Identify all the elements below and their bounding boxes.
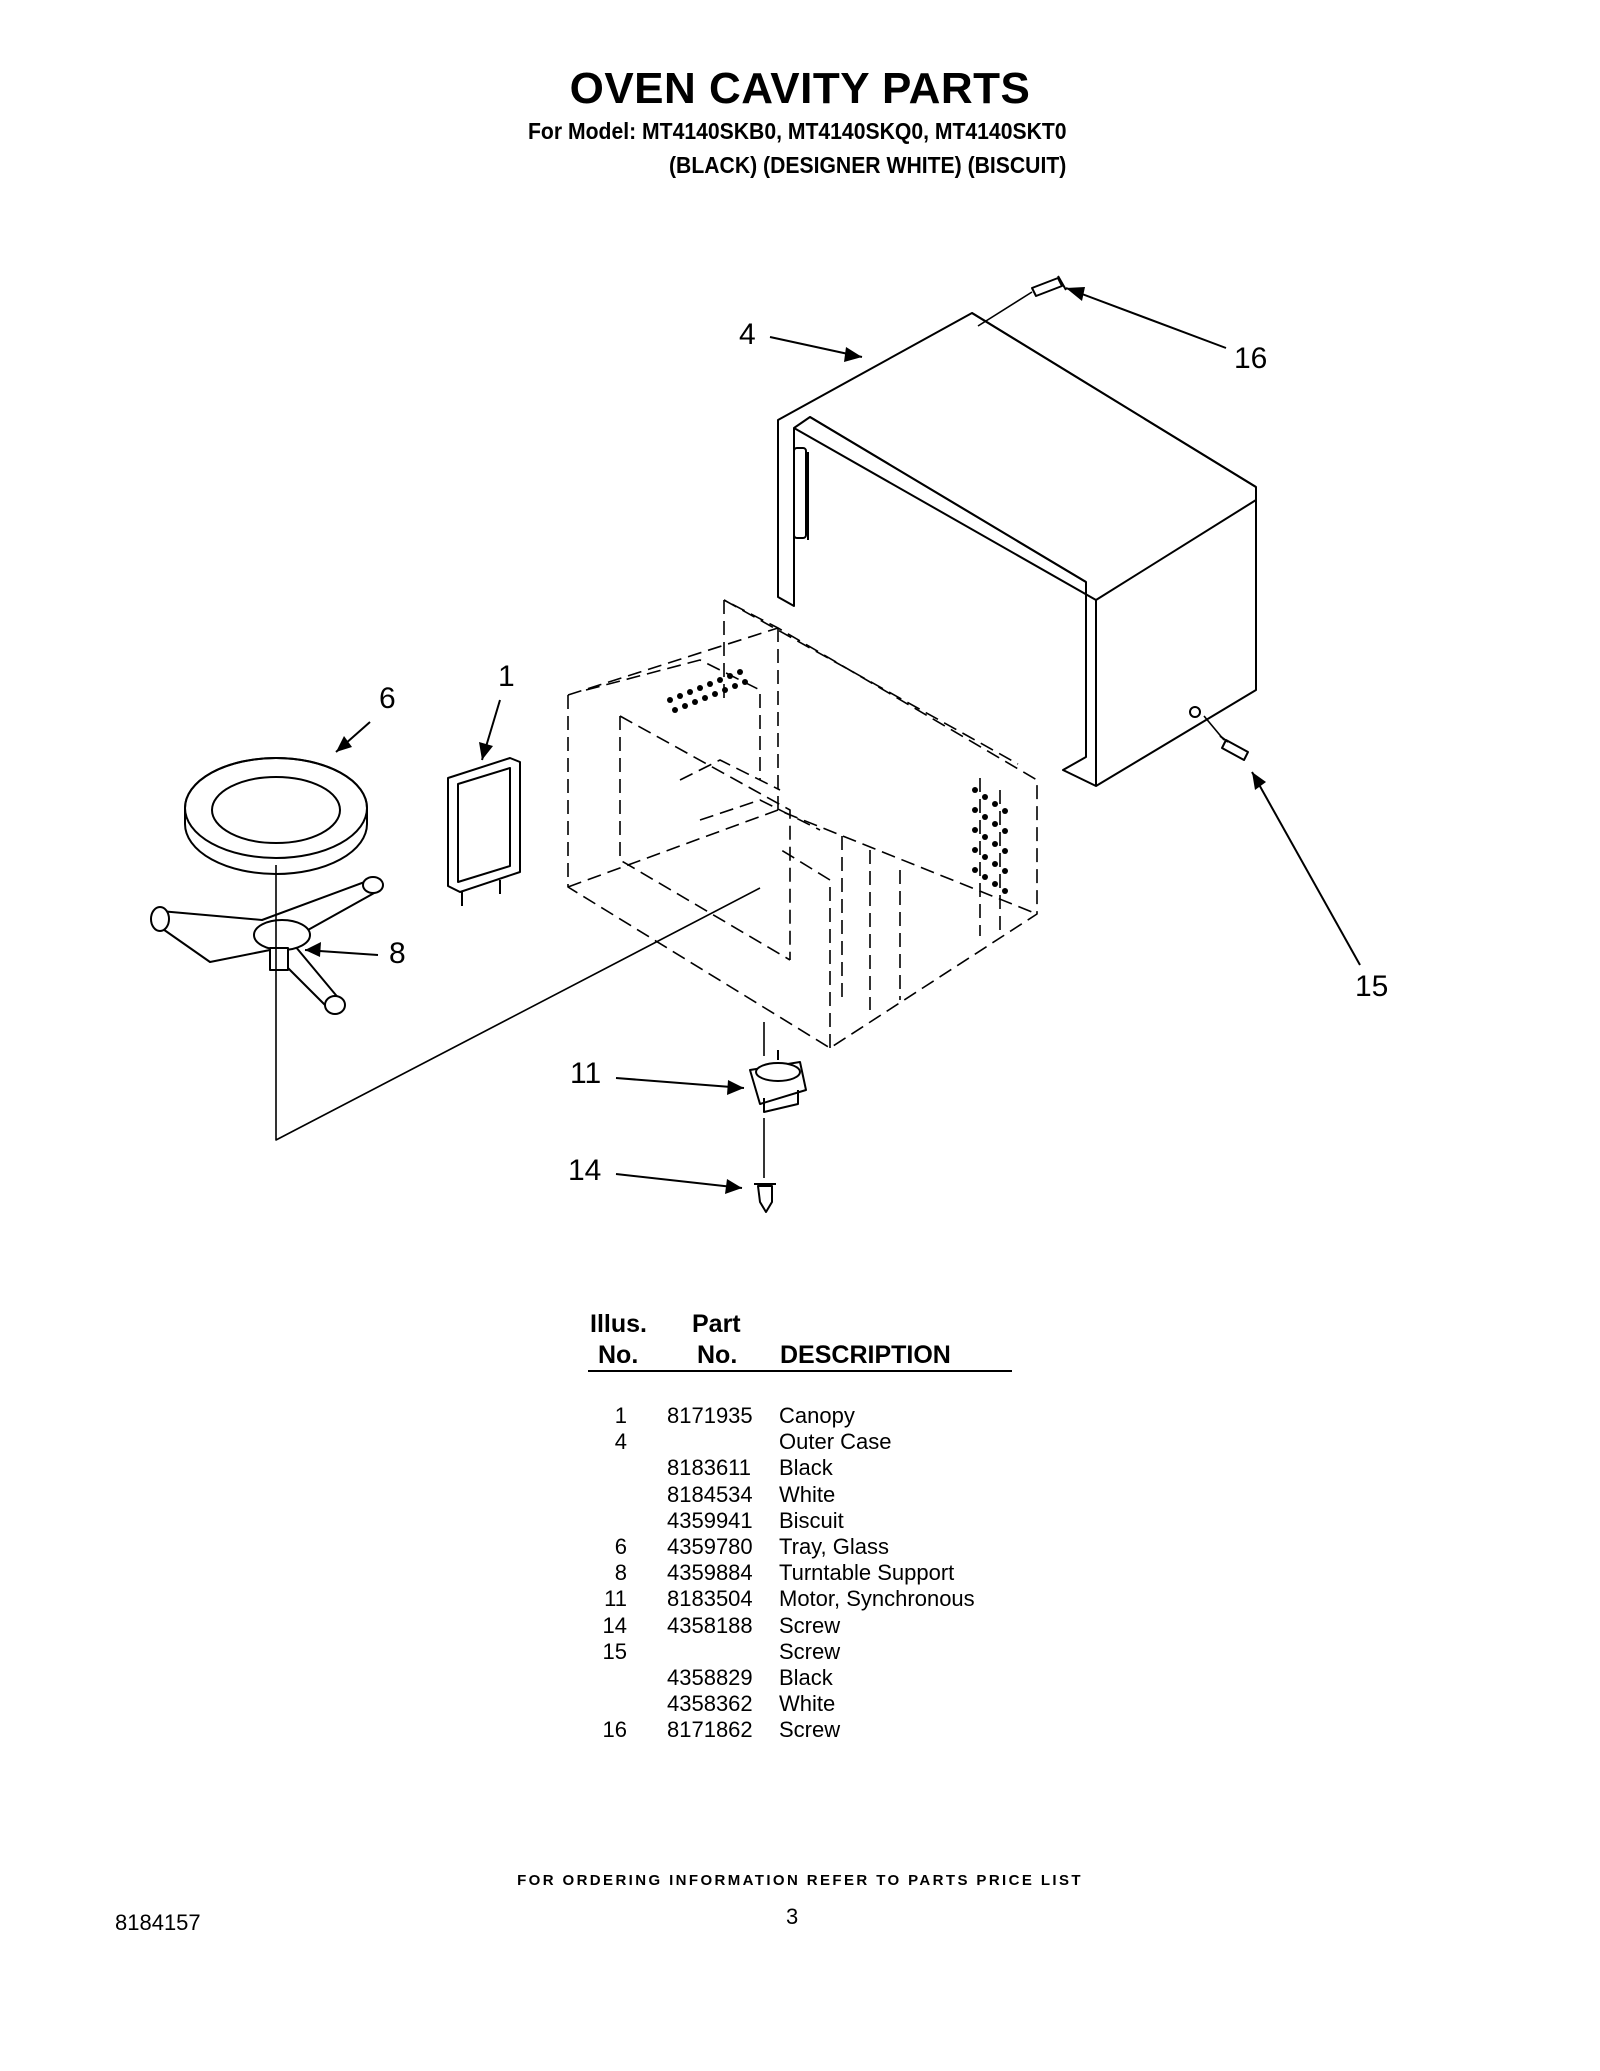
description-cell: Tray, Glass [779,1534,890,1559]
description-cell: Biscuit [779,1507,844,1533]
assembly-lines [275,291,1225,1178]
cavity-vent-holes [667,669,1008,894]
part-number-cell: 4359884 [667,1560,753,1586]
table-row: 4359941 Biscuit [0,1508,1600,1534]
document-number: 8184157 [115,1910,201,1935]
part-number-cell: 4358188 [667,1612,753,1638]
illus-cell: 16 [602,1717,627,1743]
description-cell: Screw [779,1638,841,1664]
callout-14: 14 [568,1154,602,1187]
table-row: 6 4359780 Tray, Glass [0,1534,1600,1560]
part-number-cell: 8171862 [667,1717,753,1743]
table-row: 11 8183504 Motor, Synchronous [0,1586,1600,1612]
callout-11: 11 [570,1057,602,1090]
description-cell: Canopy [779,1403,855,1428]
callout-8: 8 [389,937,406,970]
outer-case-part [777,312,1257,787]
arrow-heads [305,287,1266,1194]
glass-tray-part [184,757,368,875]
turntable-support-part [150,876,384,1015]
table-row: 8 4359884 Turntable Support [0,1560,1600,1586]
part-number-cell: 4358362 [667,1691,753,1717]
table-row: 1 8171935 Canopy [0,1403,1600,1429]
table-row: 8183611 Black [0,1455,1600,1481]
description-cell: Motor, Synchronous [779,1586,975,1612]
callout-1: 1 [498,660,515,693]
table-row: 4358829 Black [0,1665,1600,1691]
description-cell: Black [779,1665,833,1690]
canopy-part [447,757,521,906]
illus-header-bottom: No. [598,1341,639,1369]
color-line: (BLACK) (DESIGNER WHITE) (BISCUIT) [669,152,1067,178]
table-row: 4 Outer Case [0,1429,1600,1455]
table-row: 14 4358188 Screw [0,1613,1600,1639]
part-number-cell: 4359941 [667,1507,753,1533]
part-number-cell: 8183611 [667,1455,752,1481]
description-cell: Screw [779,1612,841,1638]
table-row: 15 Screw [0,1639,1600,1665]
oven-cavity-outline [567,599,1038,1049]
illus-cell: 11 [604,1586,627,1612]
part-number-cell: 8171935 [667,1403,753,1428]
screw-16-part [1031,275,1067,297]
part-number-cell: 8184534 [667,1481,753,1507]
illus-cell: 14 [602,1612,627,1638]
callout-4: 4 [739,318,756,351]
part-header-bottom: No. [697,1341,738,1369]
part-number-cell: 4358829 [667,1665,753,1690]
illus-cell: 1 [614,1403,627,1428]
table-row: 4358362 White [0,1691,1600,1717]
description-header: DESCRIPTION [780,1341,951,1369]
ordering-note: FOR ORDERING INFORMATION REFER TO PARTS … [517,1872,1083,1889]
illus-cell: 15 [602,1638,627,1664]
model-line: For Model: MT4140SKB0, MT4140SKQ0, MT414… [528,118,1067,144]
description-cell: Black [779,1455,833,1481]
callout-15: 15 [1355,970,1389,1003]
table-row: 16 8171862 Screw [0,1717,1600,1743]
page-title: OVEN CAVITY PARTS [569,64,1031,113]
illus-header-top: Illus. [590,1310,647,1338]
part-header-top: Part [692,1310,741,1338]
description-cell: White [779,1481,836,1507]
table-row: 8184534 White [0,1482,1600,1508]
illus-cell: 4 [614,1429,627,1455]
description-cell: White [779,1691,836,1717]
illus-cell: 8 [614,1560,627,1586]
callout-16: 16 [1234,342,1268,375]
header-rule [588,1370,1012,1372]
callout-6: 6 [379,682,396,715]
exploded-parts-diagram [150,275,1361,1213]
illus-cell: 6 [614,1534,627,1559]
part-number-cell: 8183504 [667,1586,753,1612]
synchronous-motor-part [749,1050,807,1113]
part-number-cell: 4359780 [667,1534,753,1559]
page-number: 3 [786,1904,799,1929]
screw-14-part [754,1183,776,1213]
description-cell: Screw [779,1717,841,1743]
description-cell: Turntable Support [779,1560,955,1586]
description-cell: Outer Case [779,1429,892,1455]
